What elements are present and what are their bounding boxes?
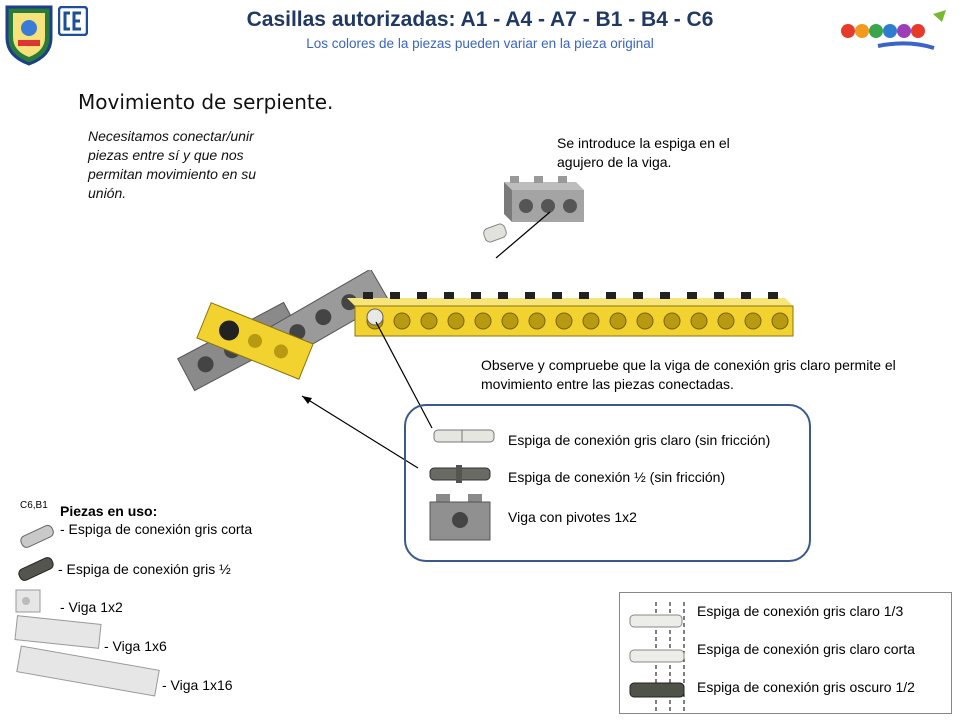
- pieces-title: Piezas en uso:: [60, 503, 158, 519]
- beam-stud: [579, 292, 589, 299]
- beam-1x2-icon: [429, 494, 491, 541]
- beam-1x16-icon: [16, 645, 160, 697]
- half-pin-icon: [429, 465, 491, 483]
- beam-hole: [474, 312, 492, 330]
- cell-code: C6,B1: [20, 500, 48, 511]
- robotica-educativa-logo-icon: [841, 10, 946, 50]
- beam-stud: [390, 292, 400, 299]
- legend-item-beam-1x2: Viga con pivotes 1x2: [508, 509, 637, 525]
- beam-stud: [714, 292, 724, 299]
- grey-half-pin-icon: [18, 557, 54, 581]
- beam-stud: [498, 292, 508, 299]
- snake-assembly-illustration: [177, 270, 794, 392]
- beam-stud: [363, 292, 373, 299]
- beam-hole: [690, 312, 708, 330]
- reference-item-pin-1-3: Espiga de conexión gris claro 1/3: [697, 603, 904, 619]
- beam-stud: [687, 292, 697, 299]
- beam-1x2-small-icon: [15, 589, 41, 613]
- piece-item-beam-1x6: - Viga 1x6: [104, 638, 167, 654]
- intro-text: Necesitamos conectar/unir piezas entre s…: [88, 128, 257, 201]
- beam-hole: [447, 312, 465, 330]
- school-crest-icon: [5, 5, 53, 66]
- observe-note: Observe y compruebe que la viga de conex…: [481, 357, 896, 392]
- beam-stud: [444, 292, 454, 299]
- section-heading: Movimiento de serpiente.: [78, 90, 334, 114]
- beam-hole: [744, 312, 762, 330]
- beam-hole: [555, 312, 573, 330]
- piece-item-short-pin: - Espiga de conexión gris corta: [60, 521, 253, 537]
- beam-hole: [393, 312, 411, 330]
- beam-hole: [501, 312, 519, 330]
- page-title: Casillas autorizadas: A1 - A4 - A7 - B1 …: [246, 8, 714, 31]
- beam-hole: [717, 312, 735, 330]
- beam-stud: [471, 292, 481, 299]
- beam-stud: [633, 292, 643, 299]
- insert-note: Se introduce la espiga en el agujero de …: [557, 135, 730, 170]
- reference-item-pin-short: Espiga de conexión gris claro corta: [697, 641, 915, 657]
- page-subtitle: Los colores de la piezas pueden variar e…: [306, 36, 654, 51]
- beam-stud: [741, 292, 751, 299]
- beam-hole: [420, 312, 438, 330]
- ce-logo-icon: [58, 6, 88, 36]
- beam-stud: [660, 292, 670, 299]
- legend-box: [404, 404, 811, 562]
- beam-hole: [636, 312, 654, 330]
- beam-stud: [552, 292, 562, 299]
- beam-hole: [771, 312, 789, 330]
- legend-item-light-pin: Espiga de conexión gris claro (sin fricc…: [508, 432, 771, 448]
- beam-hole: [582, 312, 600, 330]
- reference-pins-icon: [629, 602, 685, 712]
- legend-item-half-pin: Espiga de conexión ½ (sin fricción): [508, 469, 726, 485]
- light-grey-pin-icon: [433, 429, 495, 443]
- piece-item-beam-1x2: - Viga 1x2: [60, 599, 123, 615]
- piece-item-half-pin: - Espiga de conexión gris ½: [58, 561, 231, 577]
- pin-insertion-illustration: [483, 176, 584, 259]
- beam-stud: [525, 292, 535, 299]
- beam-hole: [609, 312, 627, 330]
- beam-stud: [606, 292, 616, 299]
- reference-item-pin-dark-half: Espiga de conexión gris oscuro 1/2: [697, 679, 915, 695]
- beam-hole: [528, 312, 546, 330]
- beam-hole: [663, 312, 681, 330]
- short-pin-icon: [20, 524, 54, 548]
- piece-item-beam-1x16: - Viga 1x16: [162, 677, 233, 693]
- beam-1x6-icon: [14, 615, 102, 649]
- beam-stud: [768, 292, 778, 299]
- beam-stud: [417, 292, 427, 299]
